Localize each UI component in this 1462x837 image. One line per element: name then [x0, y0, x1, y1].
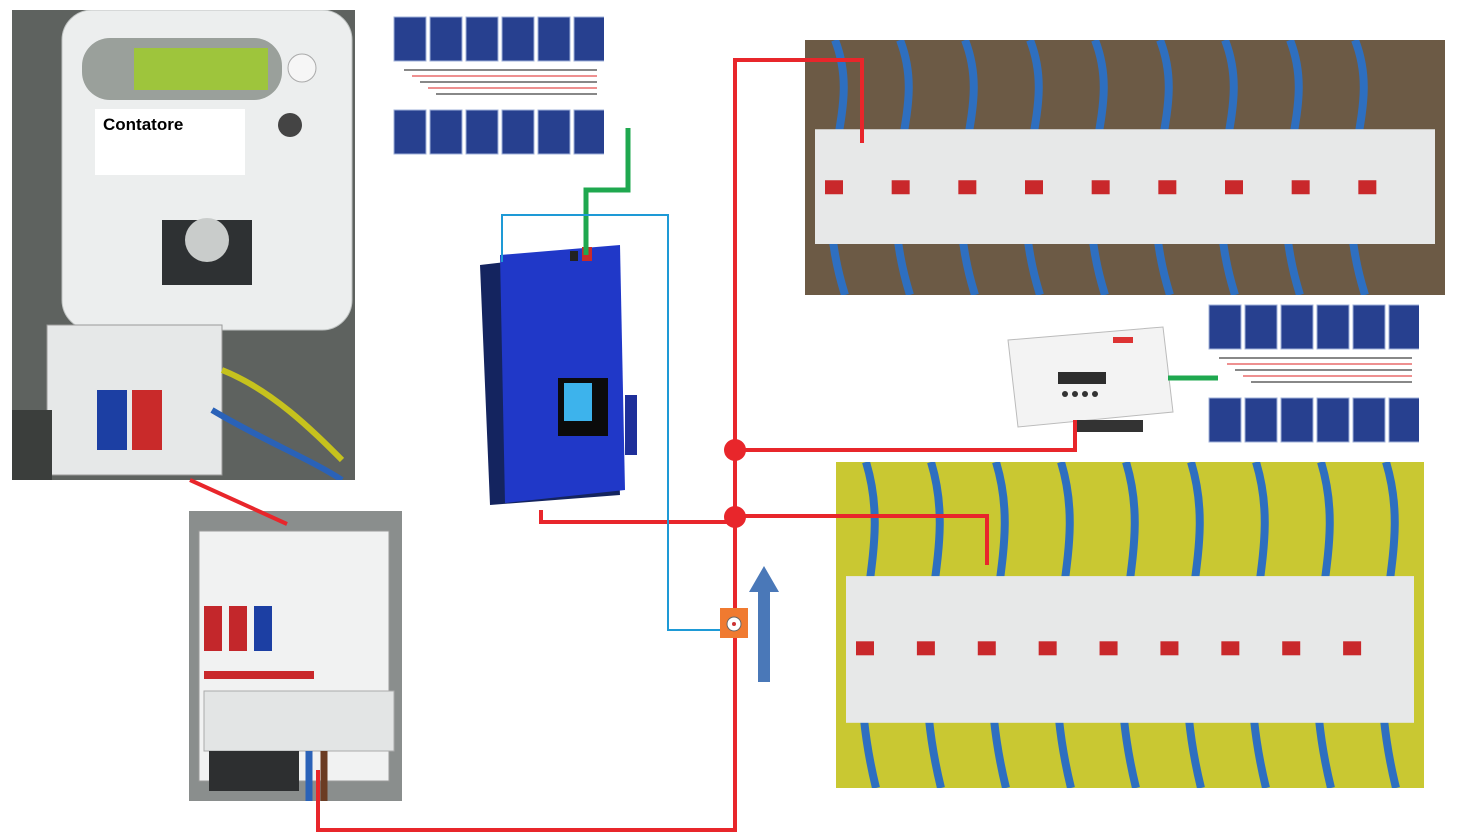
sensor-line	[501, 214, 723, 631]
ac-lines	[189, 58, 1077, 832]
solar-panel-icon	[501, 16, 535, 62]
solar-panel-icon	[1388, 304, 1419, 350]
main-breaker-photo	[189, 511, 402, 801]
breaker-switch-icon	[856, 641, 874, 656]
solar-panel-icon	[1316, 304, 1350, 350]
ac-line-inverter-2	[735, 420, 1077, 452]
breaker-switch-icon	[977, 641, 996, 656]
solar-panel-icon	[429, 109, 463, 155]
grid-tie-inverter	[470, 215, 718, 510]
junction-dot	[724, 506, 746, 528]
solar-array-top	[392, 15, 604, 160]
breaker-switch-icon	[1225, 180, 1243, 195]
ac-line-panel-bottom	[735, 514, 989, 565]
meter-photo: Contatore	[12, 10, 355, 480]
solar-panel-icon	[1244, 304, 1278, 350]
breaker-switch-icon	[825, 180, 843, 195]
inverter-display-icon	[1058, 372, 1106, 384]
string-inverter	[1003, 322, 1175, 442]
breaker-switch-icon	[1282, 641, 1301, 656]
meter-label: Contatore	[95, 109, 245, 175]
flow-arrow-up-icon	[749, 566, 779, 682]
ac-line-inverter-1	[539, 510, 735, 524]
breaker-switch-icon	[1099, 641, 1118, 656]
solar-panel-icon	[1352, 397, 1386, 443]
solar-panel-icon	[1208, 397, 1242, 443]
breaker-switch-icon	[1025, 180, 1043, 195]
breaker-switch-icon	[958, 180, 977, 195]
breaker-switch-icon	[1160, 641, 1179, 656]
solar-panel-icon	[1208, 304, 1242, 350]
lcd-display-icon	[134, 48, 268, 90]
solar-panel-icon	[1280, 397, 1314, 443]
breaker-switch-icon	[1091, 180, 1110, 195]
breaker-switch-icon	[1158, 180, 1177, 195]
dc-line-array-1	[583, 128, 631, 255]
solar-panel-icon	[1388, 397, 1419, 443]
breaker-switch-icon	[1358, 180, 1377, 195]
solar-array-right	[1207, 303, 1419, 448]
solar-panel-icon	[1280, 304, 1314, 350]
breaker-switch-icon	[916, 641, 935, 656]
current-sensor	[720, 608, 748, 638]
solar-panel-icon	[501, 109, 535, 155]
solar-panel-icon	[573, 109, 604, 155]
solar-panel-icon	[465, 109, 499, 155]
solar-panel-icon	[1316, 397, 1350, 443]
solar-panel-icon	[393, 16, 427, 62]
breaker-switch-icon	[891, 180, 910, 195]
breaker-switch-icon	[1038, 641, 1057, 656]
ac-main-line	[316, 58, 864, 832]
breaker-switch-icon	[1221, 641, 1240, 656]
breaker-switch-icon	[1291, 180, 1310, 195]
solar-panel-icon	[1352, 304, 1386, 350]
breaker-switch-icon	[1343, 641, 1362, 656]
junction-dot	[724, 439, 746, 461]
solar-panel-icon	[393, 109, 427, 155]
solar-panel-icon	[1244, 397, 1278, 443]
distribution-panel-top	[805, 40, 1445, 295]
distribution-panel-bottom	[836, 462, 1424, 788]
solar-panel-icon	[573, 16, 604, 62]
solar-panel-icon	[537, 109, 571, 155]
solar-panel-icon	[429, 16, 463, 62]
solar-panel-icon	[537, 16, 571, 62]
solar-panel-icon	[465, 16, 499, 62]
ac-line-meter-breaker	[189, 478, 288, 526]
